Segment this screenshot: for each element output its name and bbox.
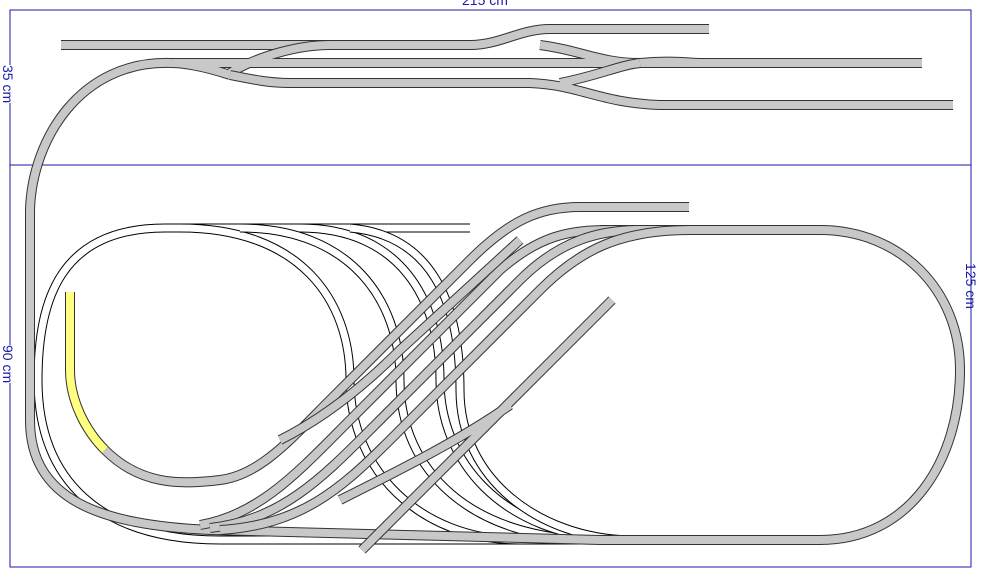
height-dimension-label: 125 cm xyxy=(962,263,979,309)
lower-depth-label: 90 cm xyxy=(0,345,16,384)
width-dimension-label: 215 cm xyxy=(462,0,508,8)
upper-depth-label: 35 cm xyxy=(0,65,16,104)
highlighted-track xyxy=(65,292,109,454)
upper-level-tracks xyxy=(25,24,966,554)
board-frame xyxy=(9,9,972,568)
